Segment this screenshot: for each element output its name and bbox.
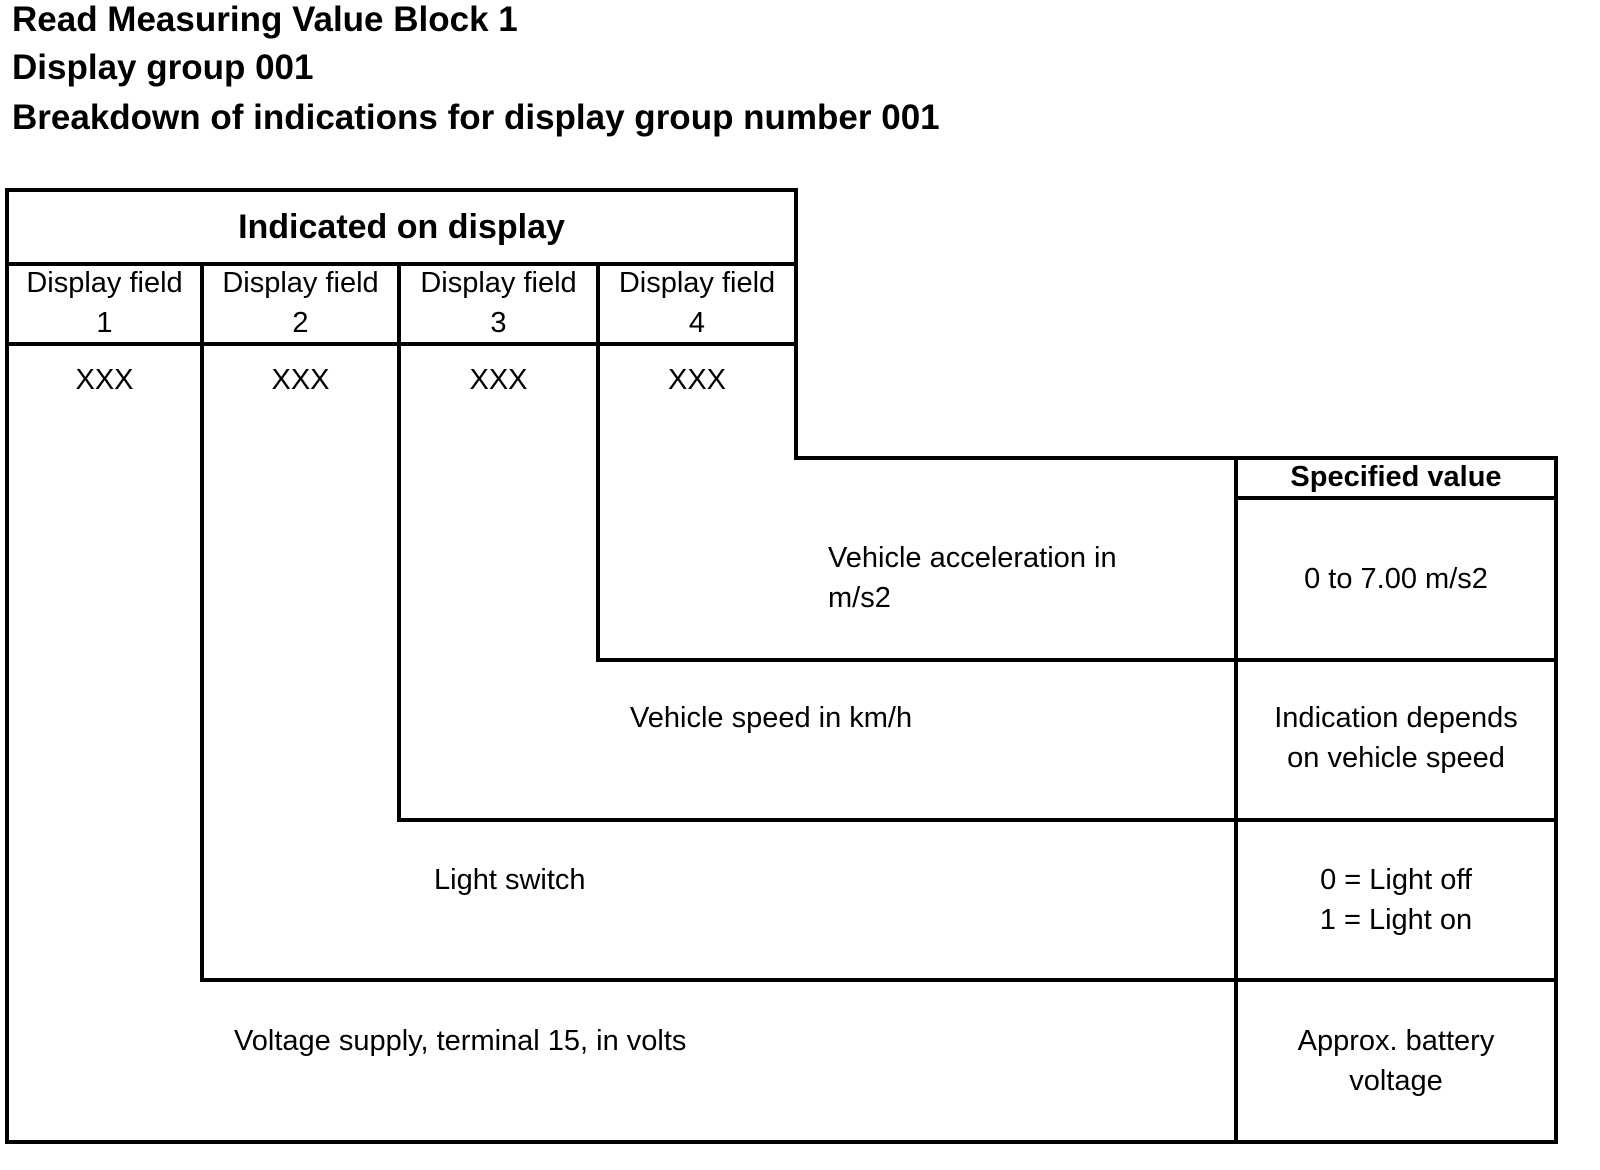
indicated-on-display-header: Indicated on display xyxy=(238,208,565,246)
light-spec-line1: 0 = Light off xyxy=(1320,864,1472,896)
header-border-right xyxy=(794,188,798,460)
field-3-label-text: Display field xyxy=(420,267,577,299)
field-divider-3 xyxy=(596,262,600,662)
row-light-switch-description: Light switch xyxy=(434,864,586,896)
row-light-switch-spec: 0 = Light off 1 = Light on xyxy=(1238,860,1554,940)
display-field-4-value: XXX xyxy=(667,364,727,396)
specified-header-divider xyxy=(1234,496,1558,500)
table-border-top xyxy=(5,188,798,192)
row-speed-description: Vehicle speed in km/h xyxy=(630,702,913,734)
row-1-bottom xyxy=(596,658,1558,662)
table-border-bottom xyxy=(5,1140,1558,1144)
display-field-3-label: Display field 3 xyxy=(401,264,596,342)
speed-spec-line1: Indication depends xyxy=(1274,702,1518,734)
field-label-divider xyxy=(5,342,798,346)
field-3-number: 3 xyxy=(490,307,507,339)
voltage-spec-line2: voltage xyxy=(1349,1065,1443,1097)
voltage-spec-line1: Approx. battery xyxy=(1297,1025,1495,1057)
light-spec-line2: 1 = Light on xyxy=(1319,904,1473,936)
field-1-label-text: Display field xyxy=(26,267,183,299)
display-field-4-label: Display field 4 xyxy=(600,264,794,342)
field-divider-2 xyxy=(397,262,401,822)
display-group-title: Display group 001 xyxy=(12,48,314,87)
display-field-1-label: Display field 1 xyxy=(9,264,200,342)
field-2-label-text: Display field xyxy=(222,267,379,299)
breakdown-title: Breakdown of indications for display gro… xyxy=(12,98,940,137)
page-title: Read Measuring Value Block 1 xyxy=(12,0,518,39)
row-speed-spec: Indication depends on vehicle speed xyxy=(1238,698,1554,778)
specified-column-border xyxy=(1234,456,1238,1144)
row-2-bottom xyxy=(397,818,1558,822)
field-1-number: 1 xyxy=(96,307,113,339)
field-2-number: 2 xyxy=(292,307,309,339)
display-field-1-value: XXX xyxy=(75,364,134,396)
acceleration-desc-line2: m/s2 xyxy=(828,582,891,614)
speed-spec-line2: on vehicle speed xyxy=(1287,742,1505,774)
acceleration-desc-line1: Vehicle acceleration in xyxy=(828,542,1117,574)
row-acceleration-description: Vehicle acceleration in m/s2 xyxy=(828,538,1117,618)
display-field-3-value: XXX xyxy=(469,364,528,396)
table-border-right xyxy=(1554,456,1558,1144)
table-border-left xyxy=(5,188,9,1144)
field-4-label-text: Display field xyxy=(618,267,776,299)
field-4-number: 4 xyxy=(688,307,706,339)
specified-value-header: Specified value xyxy=(1290,461,1502,493)
specified-border-top xyxy=(794,456,1558,460)
row-acceleration-spec: 0 to 7.00 m/s2 xyxy=(1304,563,1488,595)
display-field-2-label: Display field 2 xyxy=(204,264,397,342)
row-3-bottom xyxy=(200,978,1558,982)
field-divider-1 xyxy=(200,262,204,982)
row-voltage-spec: Approx. battery voltage xyxy=(1238,1021,1554,1101)
header-divider xyxy=(5,262,798,266)
row-voltage-description: Voltage supply, terminal 15, in volts xyxy=(234,1025,687,1057)
display-field-2-value: XXX xyxy=(271,364,330,396)
